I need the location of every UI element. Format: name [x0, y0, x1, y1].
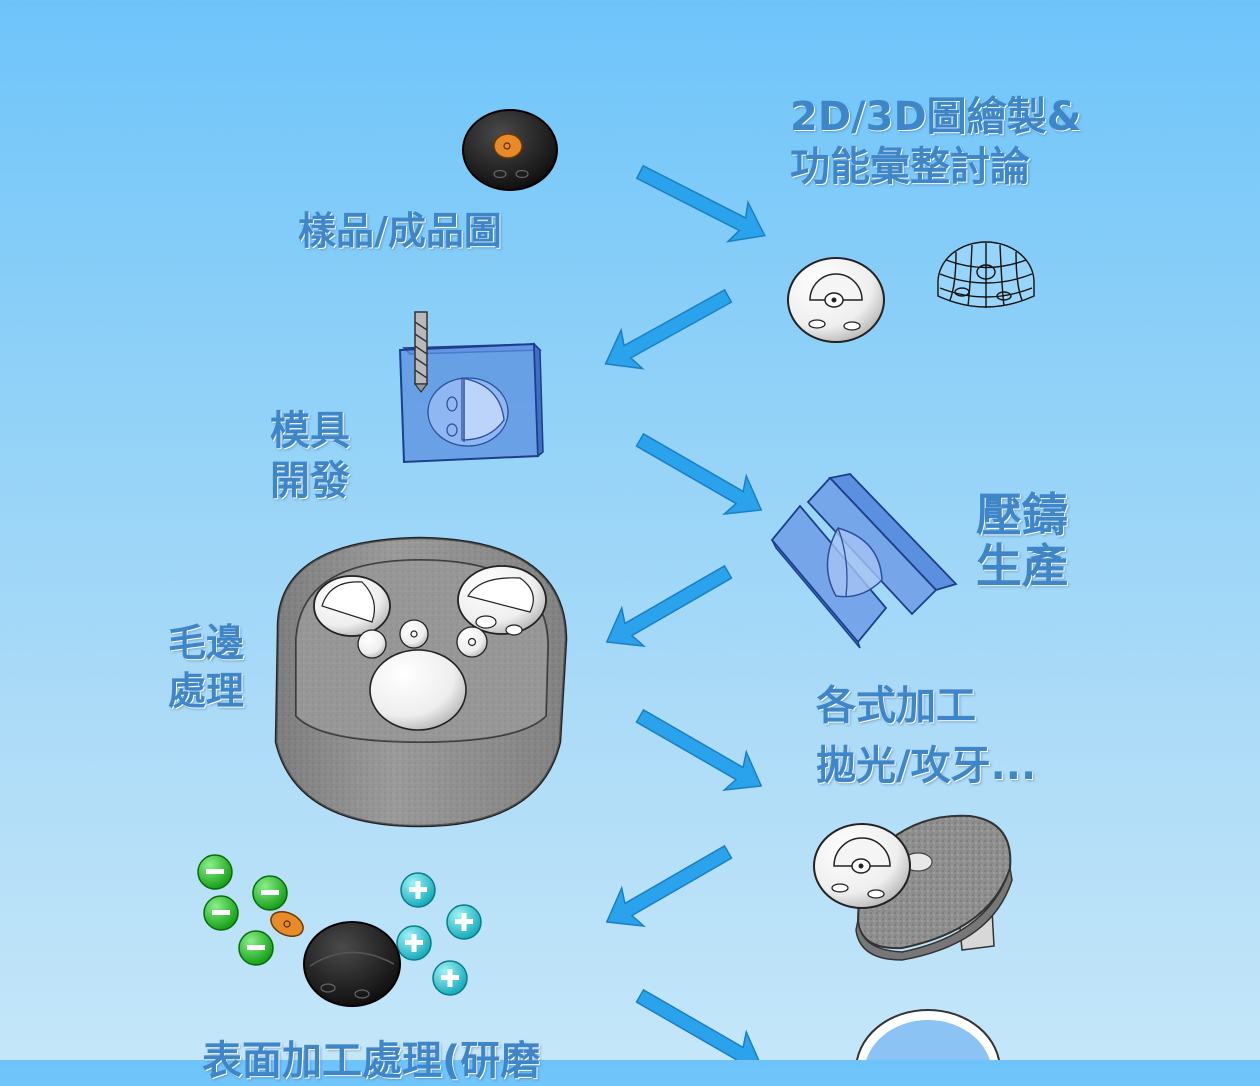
positive-ion-icon	[396, 925, 432, 961]
positive-ion-icon	[400, 872, 436, 908]
positive-ion-icon	[446, 904, 482, 940]
label-line: 生產	[976, 538, 1068, 593]
label-line: 表面加工處理(研磨	[202, 1038, 541, 1084]
negative-ion-icon	[203, 895, 239, 931]
finished-blue-dome-icon	[855, 1009, 1001, 1060]
label-line: 各式加工	[816, 683, 976, 729]
arrow-6-left	[605, 844, 733, 928]
deburring-drum-icon	[274, 536, 568, 828]
positive-ion-icon	[432, 960, 468, 996]
label-design-discussion: 2D/3D圖繪製& 功能彙整討論	[790, 92, 1082, 192]
sample-black-dome-icon	[462, 109, 558, 191]
negative-ion-icon	[197, 854, 233, 890]
label-line: 模具	[270, 408, 350, 454]
arrow-5-right	[635, 708, 763, 792]
polishing-wheel-icon	[813, 814, 1013, 961]
label-line: 功能彙整討論	[790, 144, 1030, 190]
label-die-cast-production: 壓鑄 生產	[976, 490, 1068, 591]
label-line: 毛邊	[168, 621, 245, 665]
arrow-3-right	[635, 432, 763, 516]
label-mold-development: 模具 開發	[270, 406, 350, 506]
die-cast-mold-icon	[770, 473, 958, 649]
design-white-dome-icon	[787, 257, 885, 343]
arrow-2-left	[604, 288, 733, 370]
label-surface-treatment: 表面加工處理(研磨	[202, 1036, 540, 1086]
label-sample-drawing: 樣品/成品圖	[298, 208, 502, 256]
mold-block-icon	[398, 311, 544, 464]
negative-ion-icon	[252, 875, 288, 911]
label-deburring: 毛邊 處理	[168, 620, 244, 715]
label-line: 開發	[270, 458, 350, 504]
arrow-1-right	[635, 164, 766, 243]
label-line: 樣品/成品圖	[298, 209, 502, 253]
negative-ion-icon	[238, 930, 274, 966]
label-line: 壓鑄	[976, 488, 1068, 542]
design-wireframe-dome-icon	[937, 241, 1035, 308]
label-machining: 各式加工 拋光/攻牙...	[816, 676, 1036, 796]
arrow-4-left	[605, 564, 733, 648]
process-diagram	[197, 109, 1035, 1060]
label-line: 處理	[168, 668, 245, 713]
arrow-7-right	[635, 988, 763, 1060]
black-dome-icon	[303, 921, 401, 1007]
label-line: 2D/3D圖繪製&	[790, 94, 1082, 140]
label-line: 拋光/攻牙...	[816, 743, 1037, 789]
orange-disc-icon	[270, 910, 304, 938]
surface-treatment-icon	[197, 854, 482, 1007]
